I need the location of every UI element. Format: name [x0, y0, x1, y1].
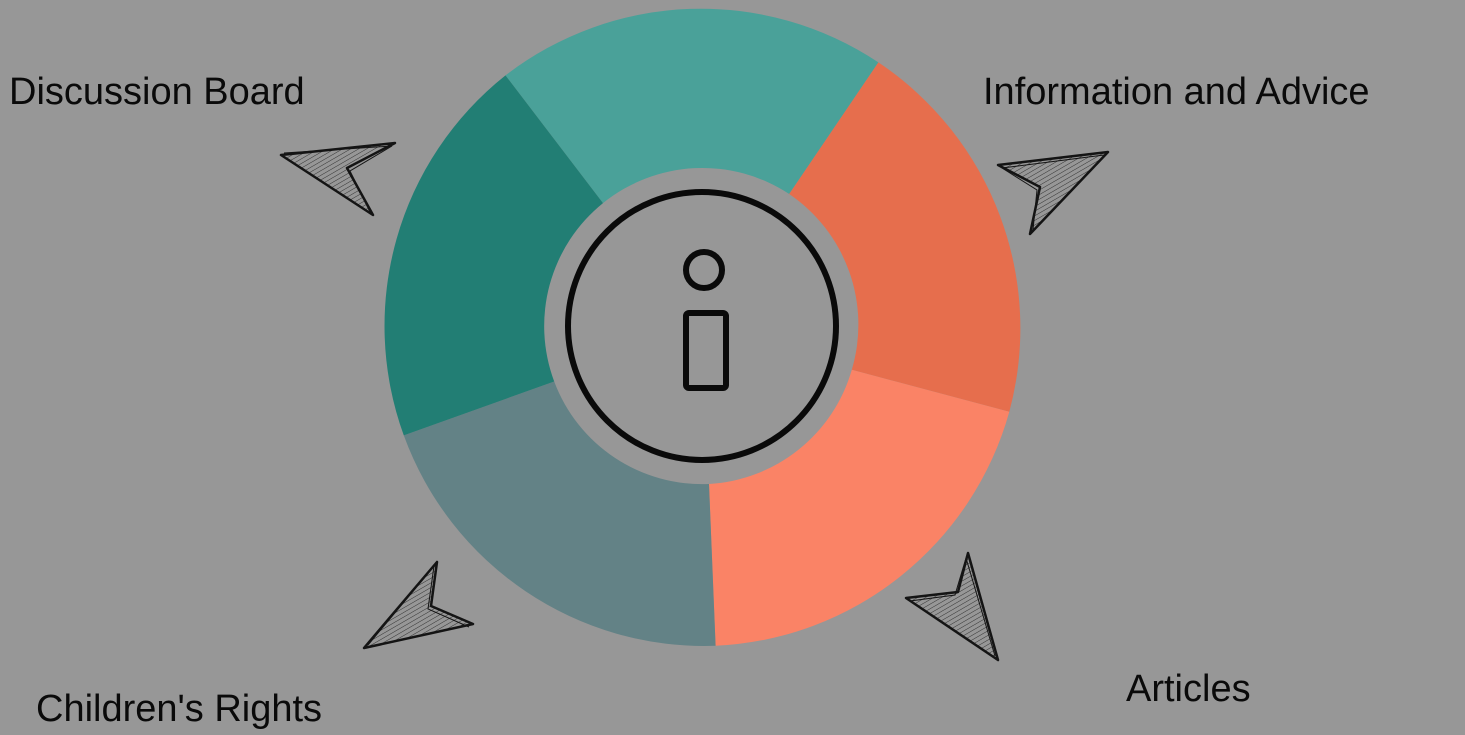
wedge-top[interactable] — [505, 8, 879, 204]
arrow-childrens-rights-icon — [362, 560, 475, 650]
info-ring — [565, 189, 839, 463]
information-and-advice-label[interactable]: Information and Advice — [983, 71, 1370, 113]
arrow-information-and-advice-icon — [996, 150, 1110, 236]
arrow-articles-icon — [904, 551, 1000, 662]
articles-label[interactable]: Articles — [1126, 668, 1251, 710]
info-dot — [683, 249, 725, 291]
discussion-board-label[interactable]: Discussion Board — [9, 71, 305, 113]
arrow-discussion-board-icon — [279, 141, 397, 217]
wedge-childrens-rights[interactable] — [403, 381, 716, 646]
wedge-articles[interactable] — [709, 369, 1010, 646]
wedge-information-and-advice[interactable] — [789, 62, 1021, 412]
childrens-rights-label[interactable]: Children's Rights — [36, 688, 323, 730]
info-icon[interactable] — [565, 189, 839, 463]
info-bar — [683, 310, 729, 391]
wedge-discussion-board[interactable] — [384, 75, 603, 436]
